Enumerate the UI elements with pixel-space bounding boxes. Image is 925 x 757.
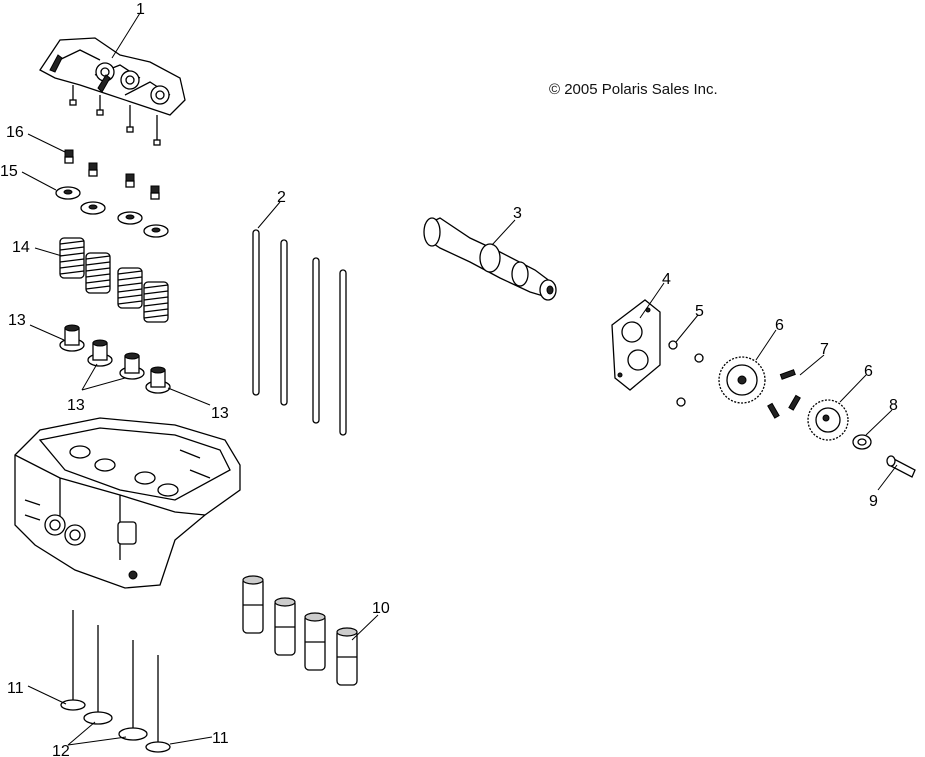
cam-gear-small [807, 399, 849, 441]
copyright-notice: © 2005 Polaris Sales Inc. [549, 81, 718, 98]
callout-2: 2 [277, 189, 286, 206]
cam-gear-large [718, 356, 766, 404]
callout-13b: 13 [67, 397, 85, 414]
rocker-arm-assembly [39, 37, 186, 146]
callout-7: 7 [820, 341, 829, 358]
callout-13c: 13 [211, 405, 229, 422]
callout-9: 9 [869, 493, 878, 510]
callout-12: 12 [52, 743, 70, 757]
valve-stem-seals [59, 324, 171, 394]
washer [852, 434, 872, 450]
callout-6a: 6 [775, 317, 784, 334]
callout-3: 3 [513, 205, 522, 222]
valve-keepers [64, 149, 160, 200]
callout-16: 16 [6, 124, 24, 141]
cam-cover-gasket [611, 299, 661, 391]
valves [60, 610, 171, 753]
callout-11a: 11 [7, 680, 24, 697]
gear-bolt [886, 455, 916, 478]
callout-4: 4 [662, 271, 671, 288]
callout-11b: 11 [212, 730, 229, 747]
pushrods [252, 229, 347, 436]
callout-15: 15 [0, 163, 18, 180]
callout-1: 1 [136, 1, 145, 18]
callout-13a: 13 [8, 312, 26, 329]
spring-retainers [55, 186, 169, 238]
valve-lifters [242, 575, 358, 686]
callout-5: 5 [695, 303, 704, 320]
cylinder-head [14, 417, 241, 589]
callout-8: 8 [889, 397, 898, 414]
screws [668, 340, 704, 407]
leader-lines [21, 12, 898, 746]
valve-springs [59, 237, 169, 323]
callout-labels: 1 2 3 4 5 6 7 6 8 9 10 11 12 11 13 13 13… [0, 1, 898, 757]
callout-10: 10 [372, 600, 390, 617]
callout-14: 14 [12, 239, 30, 256]
camshaft [423, 217, 557, 301]
dowel-pins [767, 369, 801, 419]
callout-6b: 6 [864, 363, 873, 380]
